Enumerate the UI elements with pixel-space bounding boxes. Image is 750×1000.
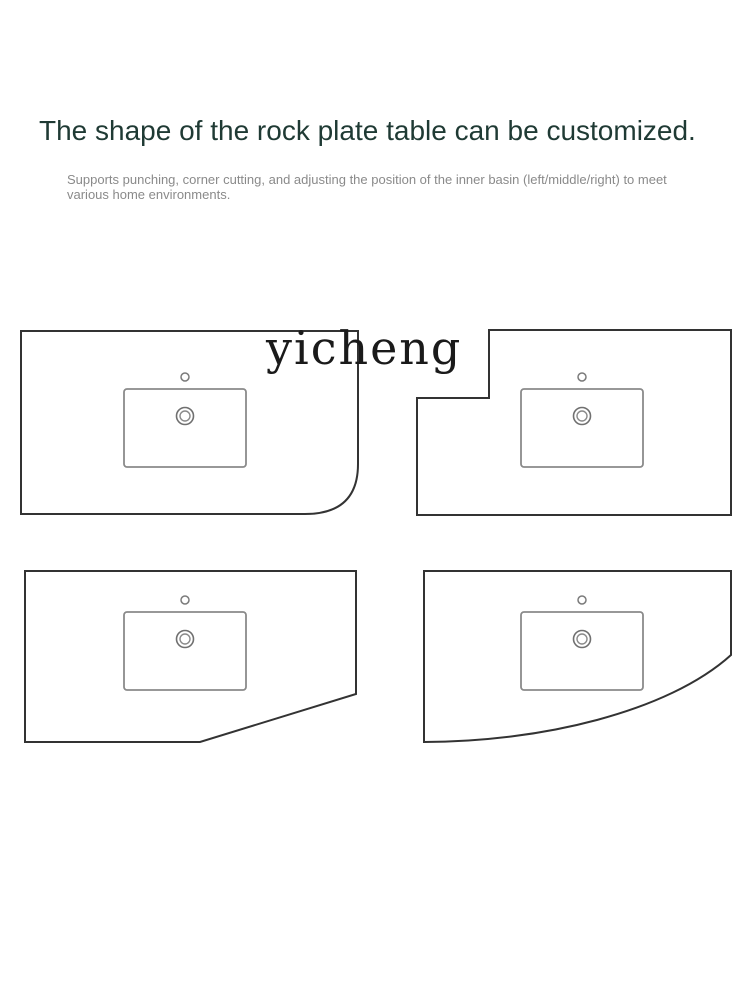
drain-inner-icon [179, 633, 191, 645]
faucet-hole-icon [180, 595, 190, 605]
curved-edge-countertop [423, 570, 732, 744]
inner-basin [520, 611, 644, 691]
rounded-corner-countertop [20, 330, 359, 515]
countertop-outline [20, 330, 359, 515]
countertop-outline [423, 570, 732, 744]
inner-basin [520, 388, 644, 468]
angled-corner-countertop [24, 570, 357, 743]
notched-corner-countertop [416, 329, 732, 516]
page-subtext: Supports punching, corner cutting, and a… [67, 172, 667, 202]
faucet-hole-icon [577, 372, 587, 382]
page-headline: The shape of the rock plate table can be… [39, 115, 696, 146]
inner-basin [123, 611, 247, 691]
countertop-outline [416, 329, 732, 516]
faucet-hole-icon [577, 595, 587, 605]
drain-inner-icon [179, 410, 191, 422]
countertop-outline [24, 570, 357, 743]
drain-inner-icon [576, 410, 588, 422]
faucet-hole-icon [180, 372, 190, 382]
inner-basin [123, 388, 247, 468]
drain-inner-icon [576, 633, 588, 645]
watermark-text: yicheng [266, 321, 463, 375]
